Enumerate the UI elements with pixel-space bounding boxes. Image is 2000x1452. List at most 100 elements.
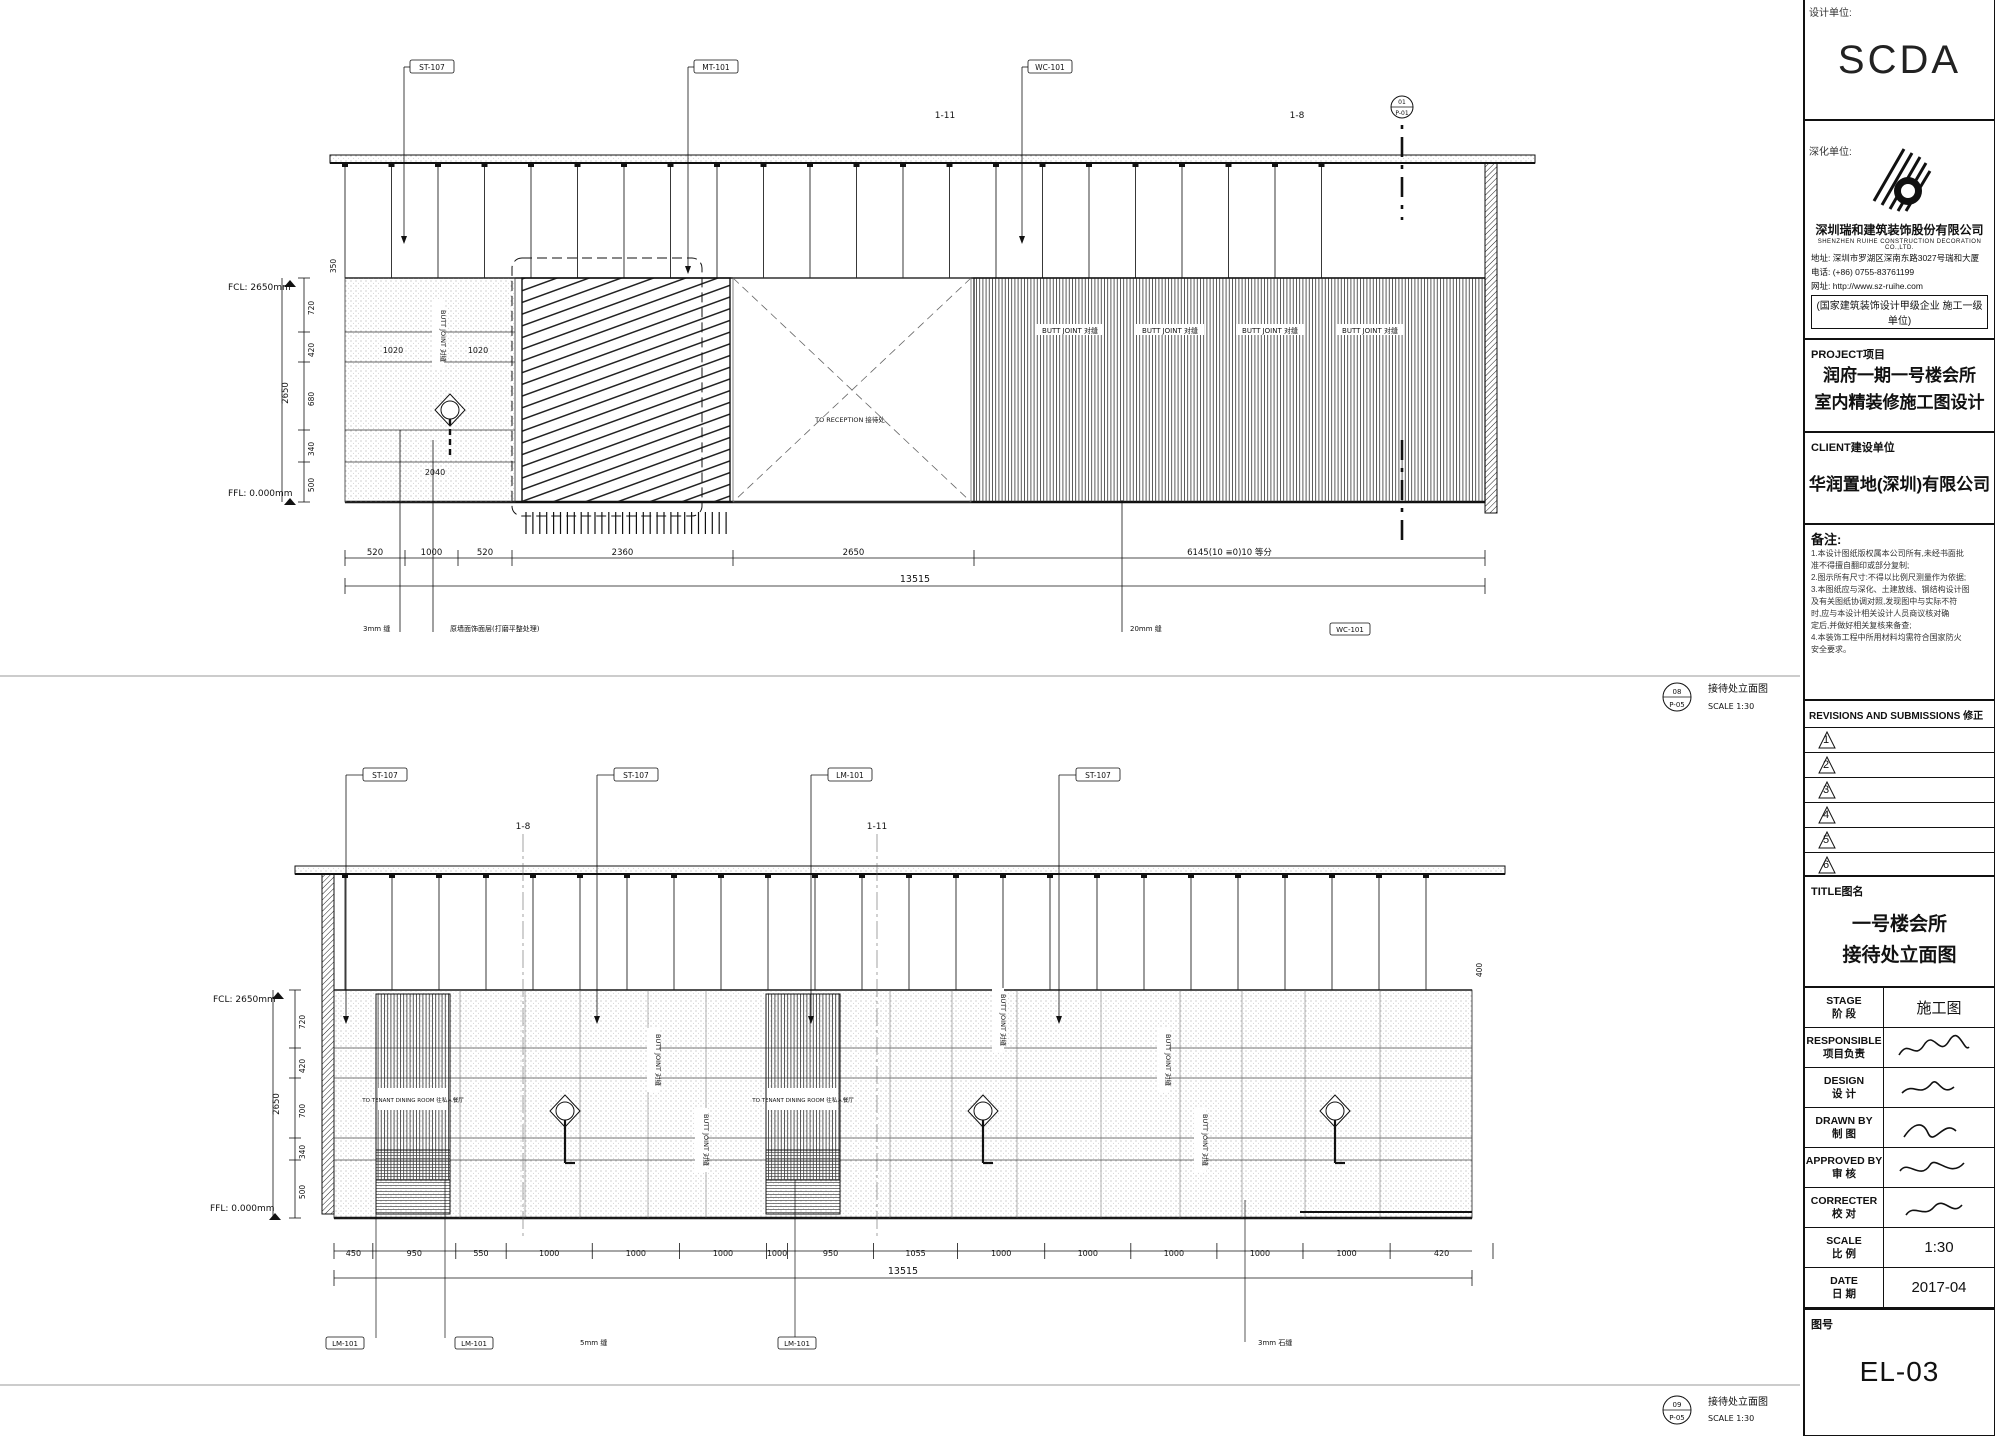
company-address: 地址: 深圳市罗湖区深南东路3027号瑞和大厦 [1811,253,1980,263]
note-line: 时,应与本设计相关设计人员商议核对确 [1811,609,1950,618]
note-line: 3.本图纸应与深化、土建放线、钢结构设计图 [1811,585,1970,594]
caption-ref: P-05 [1669,1414,1685,1422]
material-tag: ST-107 [623,771,649,780]
vertical-dim: 500 [298,1185,307,1200]
title-block: 设计单位: SCDA 深化单位: 深圳瑞和建筑装饰股份有限公司 SHENZHEN… [1803,0,1995,1436]
revision-triangle-icon [1818,855,1836,874]
signature-icon [1899,1161,1965,1172]
revision-row: 5 [1805,827,1994,852]
horizontal-dim: 1000 [1164,1249,1184,1258]
bottom-tag-a: LM-101 [332,1340,358,1348]
note-20mm: 20mm 缝 [1130,624,1162,633]
client-name: 华润置地(深圳)有限公司 [1808,475,1991,494]
top-gap-dim: 350 [329,259,338,274]
grid-label-1-11: 1-11 [867,822,887,832]
vertical-dim: 720 [298,1015,307,1030]
info-key-en: APPROVED BY [1805,1154,1883,1167]
info-value: 施工图 [1916,1000,1962,1017]
info-key-en: DESIGN [1823,1074,1865,1087]
revision-number: 3 [1823,784,1830,796]
deep-unit-label: 深化单位: [1809,147,1852,158]
butt-joint-label: BUTT JOINT 对缝 [1142,326,1198,335]
total-width-dim: 13515 [888,1266,918,1277]
design-unit-label: 设计单位: [1809,8,1852,19]
butt-joint-label: BUTT JOINT 对缝 [1242,326,1298,335]
horizontal-dim: 1000 [1336,1249,1356,1258]
vertical-dim: 420 [307,343,316,358]
company-name-en: SHENZHEN RUIHE CONSTRUCTION DECORATION C… [1817,239,1982,251]
screen-base-stubs [525,512,727,534]
butt-joint-label: BUTT JOINT 对缝 [1042,326,1098,335]
section-id: 01 [1398,99,1406,106]
total-width-dim: 13515 [900,574,930,585]
revision-triangle-icon [1818,780,1836,799]
note-3mm: 3mm 缝 [363,624,390,633]
revision-number: 4 [1823,809,1830,821]
info-value [1884,1108,1994,1147]
material-tag: ST-107 [1085,771,1111,780]
sheet-number: EL-03 [1859,1356,1940,1387]
scda-logo: SCDA [1837,38,1962,82]
revision-row: 4 [1805,802,1994,827]
horizontal-dim: 6145(10 ≡0)10 等分 [1187,547,1272,558]
horizontal-dim: 2360 [612,548,634,558]
revision-row: 6 [1805,852,1994,877]
ruihe-logo-icon [1865,145,1934,213]
bottom-tag-c: LM-101 [784,1340,810,1348]
signature-icon [1901,1081,1955,1094]
ceiling-hanger-rods [342,874,1429,990]
horizontal-dim: 520 [477,548,493,558]
horizontal-dim: 2650 [843,548,865,558]
company-qualification: (国家建筑装饰设计甲级企业 施工一级单位) [1811,295,1988,329]
info-key-cn: 制 图 [1832,1127,1856,1140]
ceiling-hanger-rods [342,163,1325,278]
info-key-cn: 审 核 [1832,1167,1856,1180]
fcl-level: FCL: 2650mm [228,283,291,293]
info-key-en: DATE [1830,1274,1858,1287]
vertical-dim: 680 [307,392,316,407]
grid-label-1-8: 1-8 [516,822,531,832]
client-section: CLIENT建设单位 华润置地(深圳)有限公司 [1805,433,1994,525]
info-value: 1:30 [1924,1239,1954,1256]
horizontal-dim: 1000 [539,1249,559,1258]
info-value [1884,1068,1994,1107]
signature-icon [1903,1124,1957,1138]
caption-no: 08 [1673,688,1682,696]
vertical-dim: 500 [307,478,316,493]
title-section: TITLE图名 一号楼会所 接待处立面图 [1805,877,1994,988]
stone-dim-a: 1020 [383,346,403,355]
stone-dim-b: 1020 [468,346,488,355]
company-web: 网址: http://www.sz-ruihe.com [1811,281,1923,291]
door-right-text: TO TENANT DINING ROOM 往私人餐厅 [751,1096,854,1104]
info-value [1884,1148,1994,1187]
revision-row: 1 [1805,727,1994,752]
horizontal-dim: 1000 [626,1249,646,1258]
elevation-09-caption: 09 P-05 接待处立面图 SCALE 1:30 [1662,1395,1768,1425]
note-line: 准不得擅自翻印或部分复制; [1811,561,1910,570]
project-line-2: 室内精装修施工图设计 [1814,393,1985,412]
stone-dim-c: 2040 [425,468,445,477]
note-5mm: 5mm 缝 [580,1338,607,1347]
note-wall-finish: 原墙面饰面层(打磨平整处理) [450,624,540,633]
company-phone: 电话: (+86) 0755-83761199 [1811,267,1915,277]
notes-section: 备注: 1.本设计图纸版权属本公司所有,未经书面批 准不得擅自翻印或部分复制;2… [1805,525,1994,701]
caption-no: 09 [1673,1401,1682,1409]
